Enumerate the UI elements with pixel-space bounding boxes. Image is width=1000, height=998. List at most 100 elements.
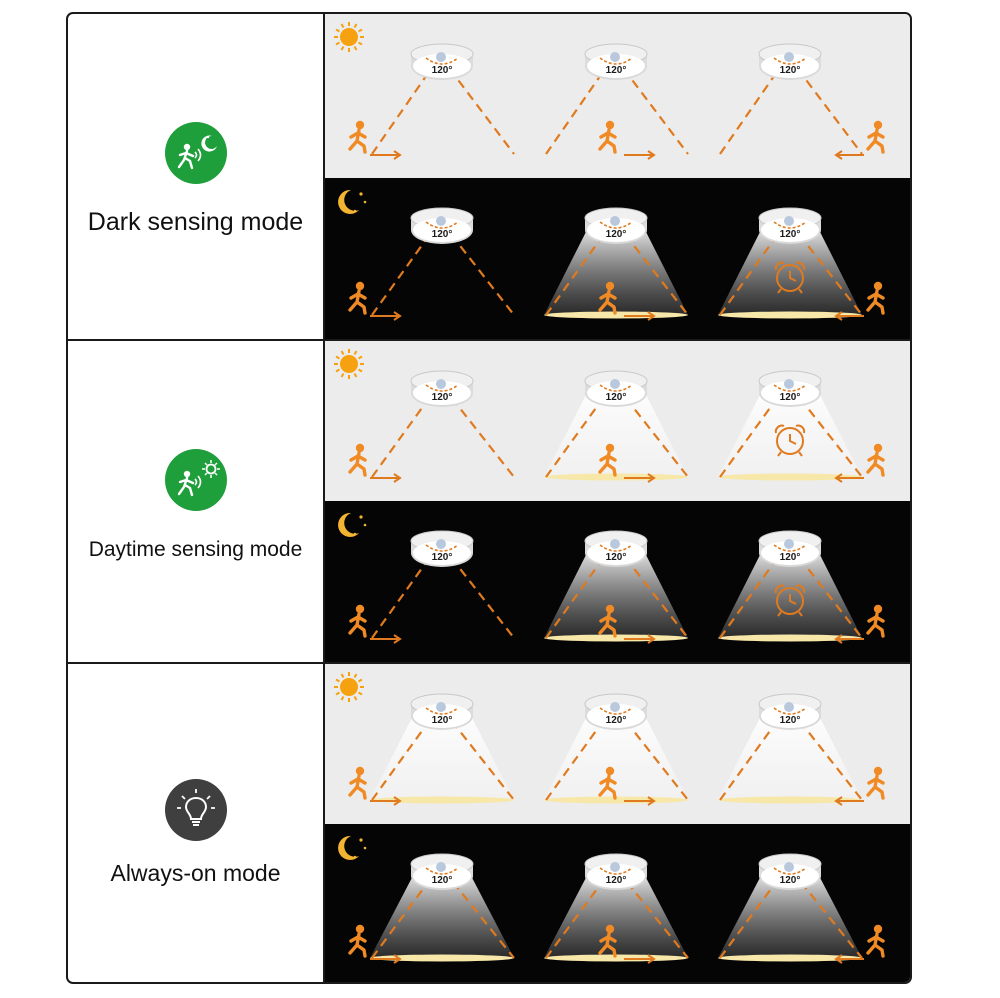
row-divider: [68, 662, 910, 664]
light-beam: [718, 547, 862, 638]
panel-day: 120° 120° 120°: [325, 664, 910, 824]
detection-range-line: [371, 704, 515, 801]
panel-night: 120° 120° 120°: [325, 178, 910, 339]
lamp-scene: 120°: [348, 207, 515, 321]
light-beam: [718, 710, 862, 800]
light-beam: [544, 547, 688, 638]
light-beam: [718, 224, 862, 315]
sun-icon: [334, 22, 364, 52]
walk-direction-arrow: [624, 954, 656, 964]
mode-row-daytime-sensing: Daytime sensing mode 120°120°120° 120°12…: [68, 341, 910, 662]
walk-direction-arrow: [370, 634, 402, 644]
panel-night: 120°120°120°: [325, 824, 910, 982]
column-divider: [323, 664, 325, 982]
walk-direction-arrow: [834, 796, 864, 806]
detection-range-line: [719, 54, 863, 155]
walking-person-icon: [866, 924, 885, 958]
motion-sensor-moon-icon: [165, 122, 227, 184]
motion-sensor-sun-icon: [165, 449, 227, 511]
lamp-scene: 120°: [719, 43, 885, 160]
fov-label: 120°: [432, 65, 453, 76]
light-pool: [718, 954, 862, 962]
ceiling-lamp-icon: 120°: [758, 530, 822, 567]
walking-person-icon: [866, 443, 885, 477]
lamp-scene: 120°: [348, 43, 515, 160]
moon-stars-icon: [338, 835, 367, 860]
lamp-scene: 120°: [544, 370, 689, 483]
detection-range-line: [371, 218, 515, 316]
moon-stars-icon: [338, 512, 367, 537]
walk-direction-arrow: [370, 473, 402, 483]
walking-person-icon: [348, 604, 367, 638]
walk-direction-arrow: [834, 150, 864, 160]
light-pool: [370, 954, 514, 962]
lamp-scene: 120°: [348, 370, 515, 483]
walking-person-icon: [598, 924, 617, 958]
light-bulb-icon: [165, 779, 227, 841]
detection-range-line: [545, 381, 689, 478]
lamp-scene: 120°: [348, 693, 515, 806]
walk-direction-arrow: [624, 150, 656, 160]
detection-range-line: [545, 218, 689, 316]
alarm-clock-icon: [774, 424, 806, 457]
walking-person-icon: [348, 443, 367, 477]
detection-range-line: [719, 704, 863, 801]
walking-person-icon: [598, 766, 617, 800]
mode-label-cell: Dark sensing mode: [68, 14, 323, 339]
walk-direction-arrow: [834, 634, 864, 644]
detection-range-line: [371, 381, 515, 478]
detection-range-line: [719, 541, 863, 639]
light-pool: [718, 311, 862, 319]
walking-person-icon: [348, 120, 367, 154]
ceiling-lamp-icon: 120°: [410, 530, 474, 567]
detection-range-line: [371, 54, 515, 155]
detection-range-line: [371, 864, 515, 959]
ceiling-lamp-icon: 120°: [758, 853, 822, 890]
mode-row-always-on: Always-on mode 120°120°120° 120°120°120°: [68, 664, 910, 982]
walk-direction-arrow: [624, 311, 656, 321]
walk-direction-arrow: [624, 473, 656, 483]
walking-person-icon: [866, 120, 885, 154]
light-pool: [718, 473, 862, 481]
walking-person-icon: [348, 766, 367, 800]
detection-range-line: [545, 704, 689, 801]
ceiling-lamp-icon: 120°: [758, 207, 822, 244]
lamp-scene: 120°: [718, 530, 885, 644]
column-divider: [323, 341, 325, 662]
ceiling-lamp-icon: 120°: [758, 370, 822, 407]
lamp-scene: 120°: [718, 853, 885, 964]
fov-label: 120°: [432, 392, 453, 403]
fov-label: 120°: [780, 392, 801, 403]
ceiling-lamp-icon: 120°: [410, 43, 474, 80]
fov-label: 120°: [606, 392, 627, 403]
detection-range-line: [371, 541, 515, 639]
light-beam: [370, 870, 514, 958]
detection-range-line: [719, 864, 863, 959]
ceiling-lamp-icon: 120°: [758, 693, 822, 730]
fov-label: 120°: [780, 229, 801, 240]
lamp-scene: 120°: [544, 530, 689, 644]
detection-range-line: [719, 381, 863, 478]
light-pool: [370, 796, 514, 804]
fov-label: 120°: [606, 715, 627, 726]
lamp-scene: 120°: [718, 370, 885, 483]
walk-direction-arrow: [624, 634, 656, 644]
ceiling-lamp-icon: 120°: [410, 207, 474, 244]
lamp-scene: 120°: [544, 693, 689, 806]
walk-direction-arrow: [834, 954, 864, 964]
light-beam: [544, 710, 688, 800]
ceiling-lamp-icon: 120°: [410, 853, 474, 890]
fov-label: 120°: [780, 715, 801, 726]
fov-label: 120°: [606, 229, 627, 240]
panel-night: 120° 120° 120°: [325, 501, 910, 662]
walking-person-icon: [598, 443, 617, 477]
ceiling-lamp-icon: 120°: [584, 207, 648, 244]
mode-row-dark-sensing: Dark sensing mode 120°120°120° 120°120°1…: [68, 14, 910, 339]
lamp-scene-svg: 120° 120° 120°: [338, 189, 885, 321]
lamp-scene-svg: 120° 120° 120°: [338, 512, 885, 644]
walking-person-icon: [348, 924, 367, 958]
walk-direction-arrow: [370, 150, 402, 160]
mode-label: Daytime sensing mode: [88, 538, 303, 561]
walking-person-icon: [598, 604, 617, 638]
alarm-clock-icon: [774, 584, 806, 617]
